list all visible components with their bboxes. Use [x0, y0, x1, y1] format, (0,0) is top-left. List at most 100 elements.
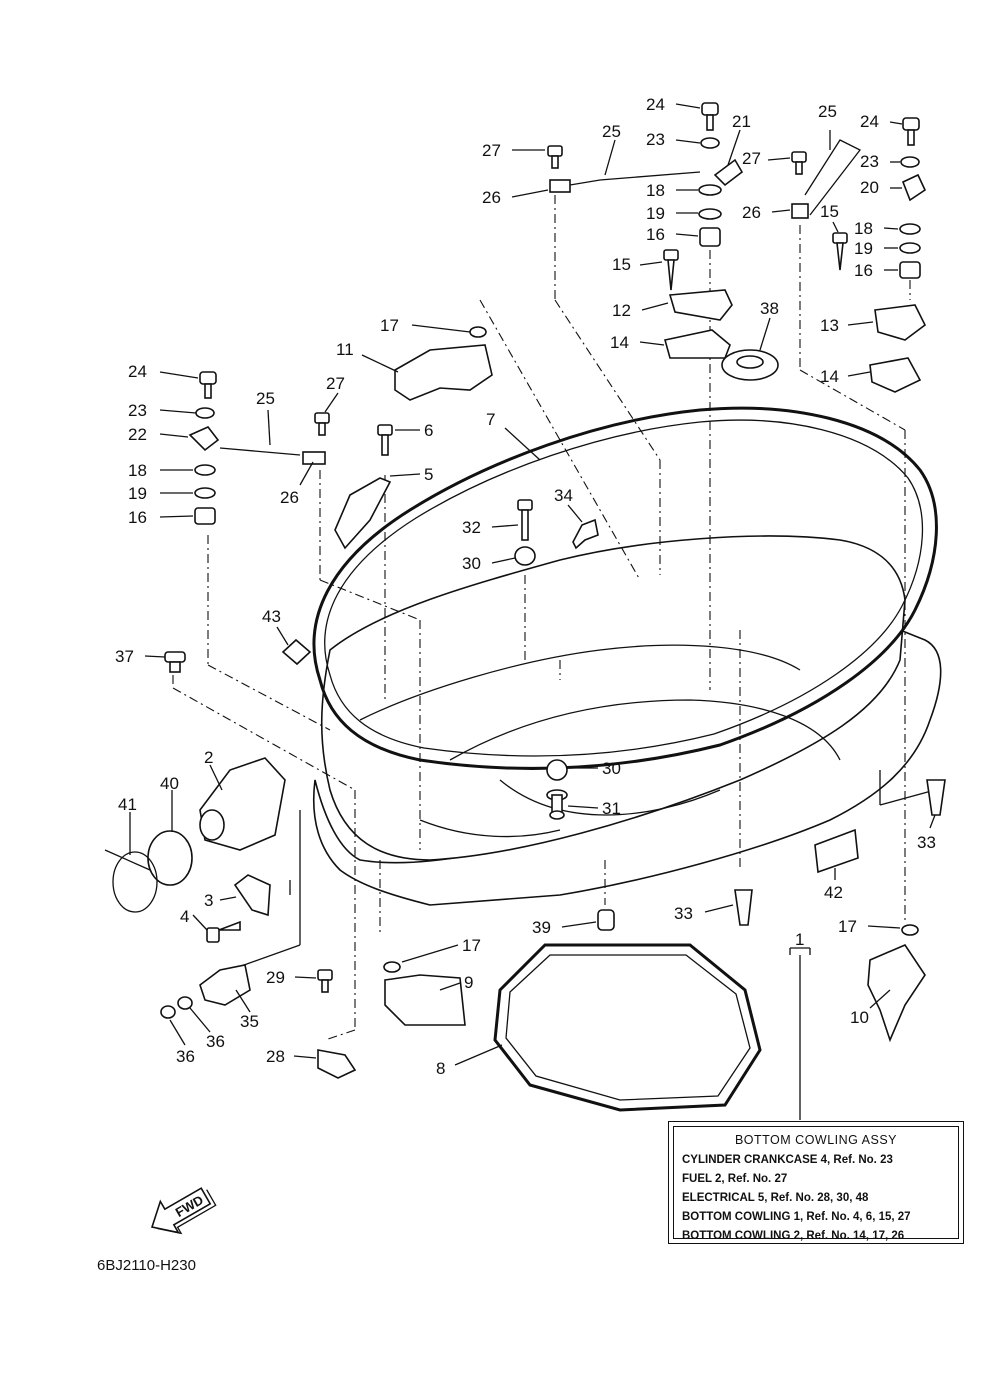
callout-18: 18 — [854, 219, 873, 238]
clamp-41 — [112, 851, 158, 913]
callout-38: 38 — [760, 299, 779, 318]
callout-17: 17 — [838, 917, 857, 936]
collar-16-center — [699, 227, 721, 247]
small-parts — [104, 102, 946, 1079]
callout-36: 36 — [206, 1032, 225, 1051]
callout-16: 16 — [854, 261, 873, 280]
callout-19: 19 — [854, 239, 873, 258]
assy-row-electrical: ELECTRICAL 5, Ref. No. 28, 30, 48 — [682, 1192, 869, 1204]
callout-3: 3 — [204, 891, 213, 910]
callout-27: 27 — [742, 149, 761, 168]
part-34 — [572, 518, 599, 550]
plug-37 — [164, 651, 186, 673]
callout-34: 34 — [554, 486, 573, 505]
callout-24: 24 — [646, 95, 665, 114]
callout-25: 25 — [602, 122, 621, 141]
assy-row-cylinder-crankcase: CYLINDER CRANKCASE 4, Ref. No. 23 — [682, 1154, 893, 1166]
assy-title: BOTTOM COWLING ASSY — [734, 1133, 898, 1147]
lever-22 — [188, 426, 220, 452]
callout-19: 19 — [646, 204, 665, 223]
washer-19-right — [899, 242, 921, 254]
grommet-35 — [199, 964, 251, 1006]
callout-11: 11 — [336, 340, 354, 359]
grommet-2 — [199, 757, 286, 851]
callout-33: 33 — [917, 833, 936, 852]
screw-15-b — [832, 232, 848, 271]
callout-16: 16 — [646, 225, 665, 244]
callout-40: 40 — [160, 774, 179, 793]
callout-17: 17 — [380, 316, 399, 335]
clip-3 — [233, 874, 271, 917]
grommet-17-top — [469, 326, 487, 338]
grommet-33-right — [926, 779, 946, 816]
callout-43: 43 — [262, 607, 281, 626]
spring-25-c — [219, 447, 301, 456]
lever-20 — [901, 173, 927, 202]
spring-25-a — [569, 171, 701, 186]
bolt-6 — [377, 424, 393, 456]
grommet-17-right — [901, 924, 919, 936]
callout-39: 39 — [532, 918, 551, 937]
callout-26: 26 — [742, 203, 761, 222]
bracket-13 — [874, 304, 927, 341]
callout-13: 13 — [820, 316, 839, 335]
screw-27-a — [547, 145, 563, 169]
callout-21: 21 — [732, 112, 751, 131]
bolt-24-top-center — [701, 102, 719, 131]
callout-1: 1 — [795, 930, 804, 949]
callout-10: 10 — [850, 1008, 869, 1027]
screw-29 — [317, 969, 333, 993]
callout-35: 35 — [240, 1012, 259, 1031]
plate-14-b — [869, 357, 922, 393]
holder-9 — [384, 974, 466, 1026]
callout-24: 24 — [128, 362, 147, 381]
spring-25-b — [804, 139, 861, 216]
callout-26: 26 — [482, 188, 501, 207]
callout-23: 23 — [860, 152, 879, 171]
callout-2: 2 — [204, 748, 213, 767]
callout-32: 32 — [462, 518, 481, 537]
callout-20: 20 — [860, 178, 879, 197]
callout-15: 15 — [612, 255, 631, 274]
callout-6: 6 — [424, 421, 433, 440]
assy-row-fuel: FUEL 2, Ref. No. 27 — [682, 1173, 788, 1185]
plug-28 — [317, 1049, 357, 1079]
label-42 — [814, 828, 859, 874]
callout-33: 33 — [674, 904, 693, 923]
callout-17: 17 — [462, 936, 481, 955]
fwd-arrow: FWD — [150, 1187, 217, 1235]
collar-16-right — [899, 261, 921, 279]
callout-22: 22 — [128, 425, 147, 444]
callout-25: 25 — [256, 389, 275, 408]
callout-16: 16 — [128, 508, 147, 527]
callout-18: 18 — [128, 461, 147, 480]
callout-5: 5 — [424, 465, 433, 484]
clamp-36-b — [160, 1005, 176, 1019]
callout-31: 31 — [602, 799, 621, 818]
clip-26-c — [302, 451, 326, 465]
washer-18-right — [899, 223, 921, 235]
grommet-17-bottom — [383, 961, 401, 973]
washer-18-center — [698, 184, 722, 196]
callout-24: 24 — [860, 112, 879, 131]
washer-23-right — [900, 156, 920, 168]
callout-36: 36 — [176, 1047, 195, 1066]
screw-4 — [206, 920, 241, 943]
bottom-cowling-body — [312, 535, 942, 906]
clamp-36-a — [177, 996, 193, 1010]
bolt-32 — [517, 499, 533, 541]
callout-41: 41 — [118, 795, 137, 814]
diagram-code: 6BJ2110-H230 — [97, 1257, 196, 1274]
callout-28: 28 — [266, 1047, 285, 1066]
collar-31 — [546, 789, 568, 820]
assy-row-bottom-cowling-2: BOTTOM COWLING 2, Ref. No. 14, 17, 26 — [682, 1230, 905, 1242]
grommet-39 — [597, 909, 615, 931]
screw-27-c — [314, 412, 330, 436]
seal-7 — [312, 406, 938, 770]
callout-27: 27 — [482, 141, 501, 160]
callout-9: 9 — [464, 973, 473, 992]
grommet-38-hole — [736, 355, 764, 369]
callout-26: 26 — [280, 488, 299, 507]
callout-8: 8 — [436, 1059, 445, 1078]
